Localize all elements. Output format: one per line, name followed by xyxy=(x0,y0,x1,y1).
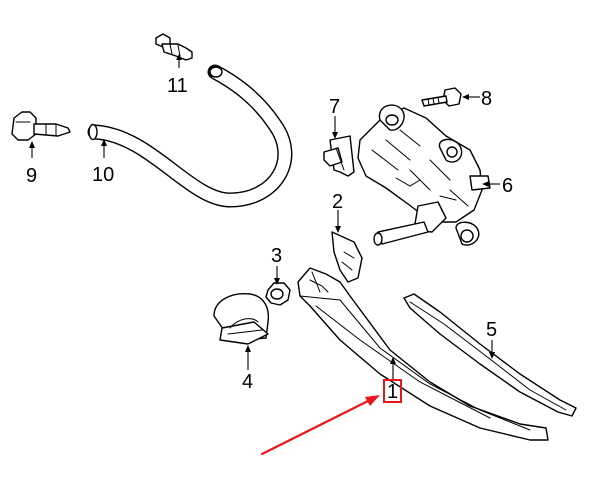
part-3-nut xyxy=(265,282,291,306)
part-1-wiper-arm xyxy=(297,267,549,441)
part-7-clip xyxy=(323,135,355,177)
part-6-wiper-motor xyxy=(357,104,491,246)
callout-8: 8 xyxy=(481,88,492,110)
callout-6: 6 xyxy=(502,175,513,197)
leader-lines xyxy=(29,54,500,380)
part-4-cover xyxy=(213,293,270,345)
callout-7: 7 xyxy=(329,96,340,118)
callout-9: 9 xyxy=(26,165,37,187)
part-8-bolt xyxy=(421,87,462,107)
part-5-wiper-blade xyxy=(403,293,577,417)
part-2-cap xyxy=(331,231,363,283)
part-9-nozzle xyxy=(11,111,71,141)
callout-11: 11 xyxy=(167,75,188,97)
callout-4: 4 xyxy=(242,371,253,393)
part-10-hose xyxy=(87,64,293,208)
callout-5: 5 xyxy=(486,319,497,341)
red-pointer-arrow xyxy=(260,395,380,456)
callout-1: 1 xyxy=(387,381,398,403)
callout-2: 2 xyxy=(332,191,343,213)
callout-3: 3 xyxy=(271,245,282,267)
part-11-connector xyxy=(155,33,193,61)
callout-10: 10 xyxy=(92,164,114,186)
callout-1-highlight-box xyxy=(383,379,402,403)
callout-labels: 11 9 10 8 7 6 2 3 4 5 1 xyxy=(26,75,513,403)
